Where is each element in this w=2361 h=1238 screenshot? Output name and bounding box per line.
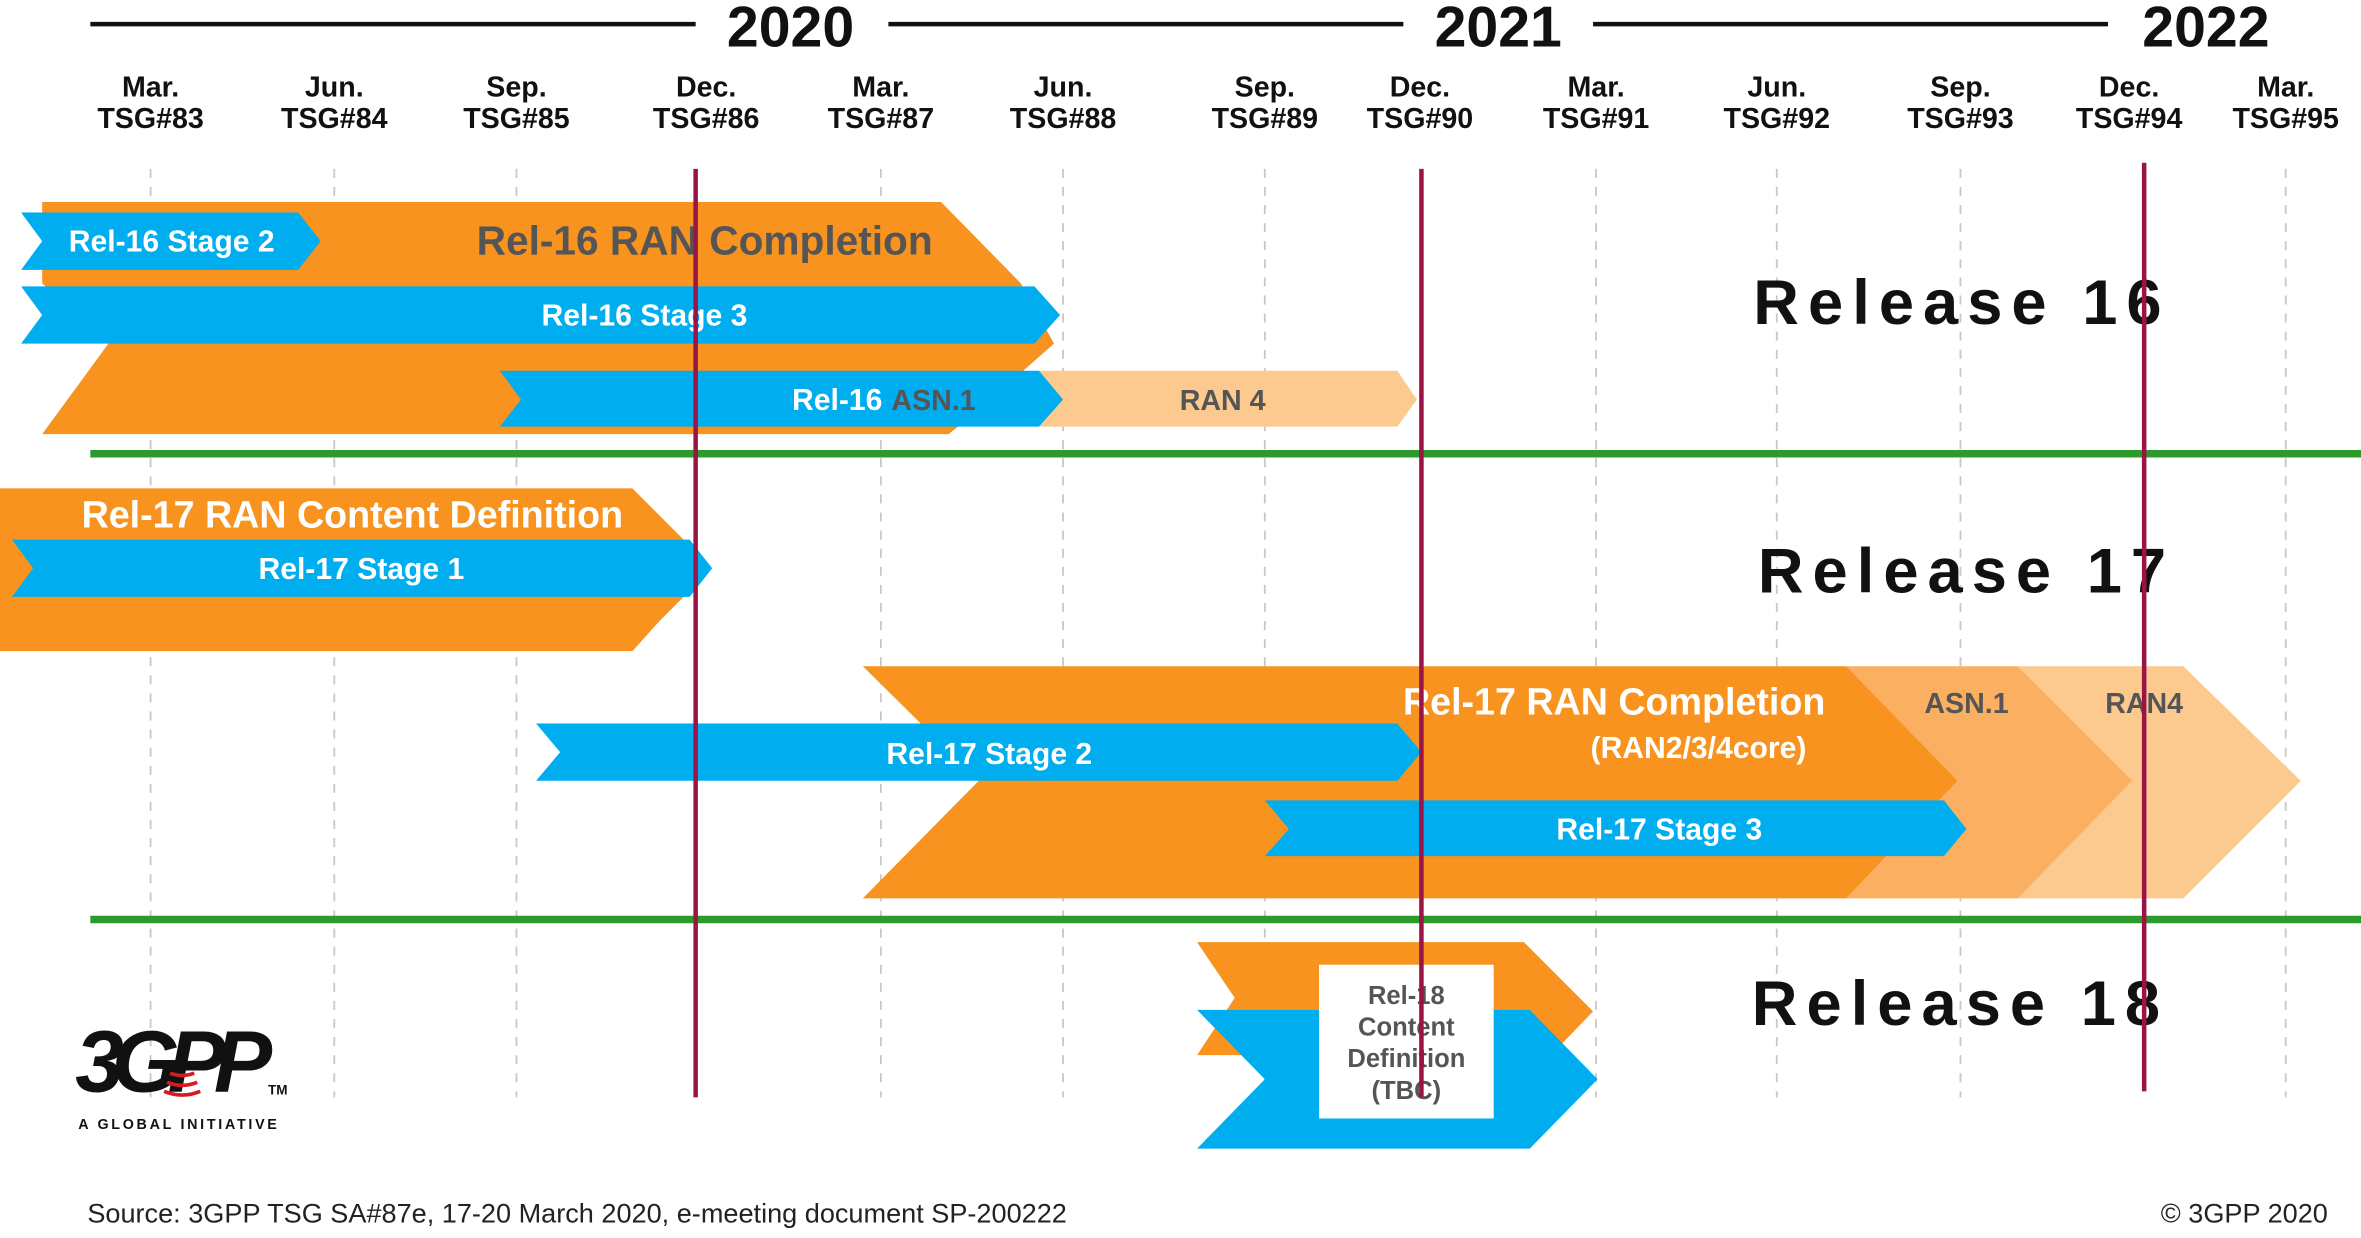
logo-tagline: A GLOBAL INITIATIVE	[78, 1117, 279, 1133]
meeting-month: Jun.	[1747, 71, 1806, 103]
rel16-asn1-label-b: ASN.1	[891, 385, 975, 417]
meeting-month: Sep.	[1930, 71, 1990, 103]
meeting-month: Mar.	[1567, 71, 1624, 103]
meeting-labels: Mar. TSG#83 Jun. TSG#84 Sep. TSG#85 Dec.…	[97, 71, 2339, 135]
meeting-month: Dec.	[2099, 71, 2159, 103]
meeting-month: Dec.	[1390, 71, 1450, 103]
rel17-asn1-label: ASN.1	[1924, 688, 2008, 720]
rel17-stage2-label: Rel-17 Stage 2	[886, 738, 1092, 771]
rel16-ran4-bar	[1035, 370, 1417, 427]
meeting-tsg: TSG#94	[2076, 103, 2183, 135]
rel17-content-definition-label: Rel-17 RAN Content Definition	[82, 494, 624, 536]
meeting-month: Mar.	[852, 71, 909, 103]
meeting-month: Jun.	[1034, 71, 1093, 103]
release-18-section: Rel-18 Content Definition (TBC) Release …	[1197, 942, 2169, 1149]
meeting-month: Jun.	[305, 71, 364, 103]
rel17-stage3-bar	[1264, 800, 1967, 857]
rel18-box-line: Definition	[1347, 1045, 1465, 1073]
meeting-tsg: TSG#85	[463, 103, 570, 135]
meeting-tsg: TSG#88	[1010, 103, 1117, 135]
rel17-stage3-label: Rel-17 Stage 3	[1556, 814, 1762, 847]
meeting-tsg: TSG#90	[1367, 103, 1473, 135]
rel16-stage2-bar	[21, 212, 321, 270]
rel17-stage2-bar	[536, 723, 1422, 781]
meeting-month: Sep.	[1235, 71, 1295, 103]
meeting-tsg: TSG#84	[281, 103, 388, 135]
meeting-tsg: TSG#87	[828, 103, 934, 135]
rel18-box-line: (TBC)	[1372, 1077, 1442, 1105]
meeting-tsg: TSG#91	[1543, 103, 1650, 135]
rel18-box-line: Rel-18	[1368, 982, 1445, 1010]
year-label-2020: 2020	[727, 0, 854, 60]
rel18-box-line: Content	[1358, 1014, 1455, 1042]
rel17-ran4-bar	[2017, 666, 2301, 899]
rel17-ran-completion-label: Rel-17 RAN Completion	[1403, 680, 1825, 722]
rel16-ran4-label: RAN 4	[1180, 385, 1266, 417]
rel16-stage2-label: Rel-16 Stage 2	[69, 226, 275, 259]
rel16-asn1-label-a: Rel-16	[792, 384, 882, 417]
year-header: 2020 2021 2022	[90, 0, 2270, 60]
rel16-stage3-label: Rel-16 Stage 3	[542, 300, 748, 333]
release-17-title: Release 17	[1758, 536, 2175, 606]
signal-waves-icon	[163, 1071, 201, 1097]
release-17-section: Rel-17 RAN Content Definition Rel-17 Sta…	[0, 488, 2301, 899]
meeting-tsg: TSG#92	[1724, 103, 1830, 135]
rel17-stage1-label: Rel-17 Stage 1	[258, 553, 464, 586]
meeting-tsg: TSG#86	[653, 103, 759, 135]
year-label-2021: 2021	[1435, 0, 1562, 60]
rel16-ran-completion-label: Rel-16 RAN Completion	[477, 218, 933, 264]
milestone-lines	[693, 162, 2147, 1098]
rel16-asn1-bar	[499, 370, 1064, 427]
meeting-tsg: TSG#93	[1907, 103, 2013, 135]
release-16-title: Release 16	[1753, 268, 2170, 338]
year-label-2022: 2022	[2142, 0, 2269, 60]
meeting-tsg: TSG#95	[2232, 103, 2339, 135]
source-note: Source: 3GPP TSG SA#87e, 17-20 March 202…	[87, 1197, 1067, 1228]
rel17-ran-completion-sublabel: (RAN2/3/4core)	[1591, 732, 1807, 765]
meeting-tsg: TSG#89	[1212, 103, 1318, 135]
rel17-stage1-bar	[12, 539, 713, 597]
release-16-section: Rel-16 RAN Completion Rel-16 Stage 2 Rel…	[21, 201, 2170, 435]
meeting-month: Mar.	[2257, 71, 2314, 103]
release-18-title: Release 18	[1752, 969, 2169, 1039]
meeting-month: Mar.	[122, 71, 179, 103]
rel16-stage3-bar	[21, 286, 1061, 344]
copyright-note: © 3GPP 2020	[2161, 1197, 2328, 1228]
rel18-content-definition-box	[1319, 964, 1494, 1119]
3gpp-logo: 3GPP TM A GLOBAL INITIATIVE	[75, 1012, 287, 1133]
meeting-tsg: TSG#83	[97, 103, 203, 135]
meeting-month: Dec.	[676, 71, 736, 103]
logo-trademark: TM	[268, 1082, 288, 1097]
meeting-month: Sep.	[486, 71, 546, 103]
